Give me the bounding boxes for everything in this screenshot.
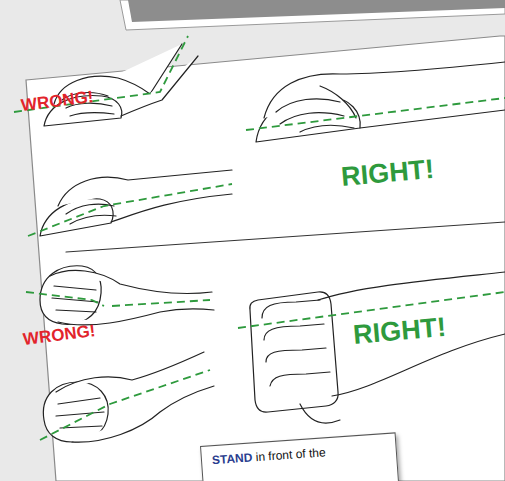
- hand-neutral-top: [250, 272, 505, 423]
- hand-turned-in: [40, 266, 214, 325]
- posture-guide-lines: [14, 36, 505, 440]
- paper-sheet: [26, 36, 505, 481]
- note-box: STAND in front of the: [200, 432, 400, 481]
- divider-line: [66, 222, 505, 252]
- hand-drawings: [40, 44, 505, 442]
- note-text: STAND in front of the: [212, 441, 387, 468]
- hand-wrist-bent-up: [44, 44, 198, 126]
- verdict-label: RIGHT!: [340, 154, 435, 193]
- verdict-label: WRONG!: [20, 87, 95, 116]
- verdict-label: WRONG!: [22, 321, 97, 350]
- verdict-label: RIGHT!: [352, 312, 447, 351]
- hand-wrist-low: [40, 170, 232, 236]
